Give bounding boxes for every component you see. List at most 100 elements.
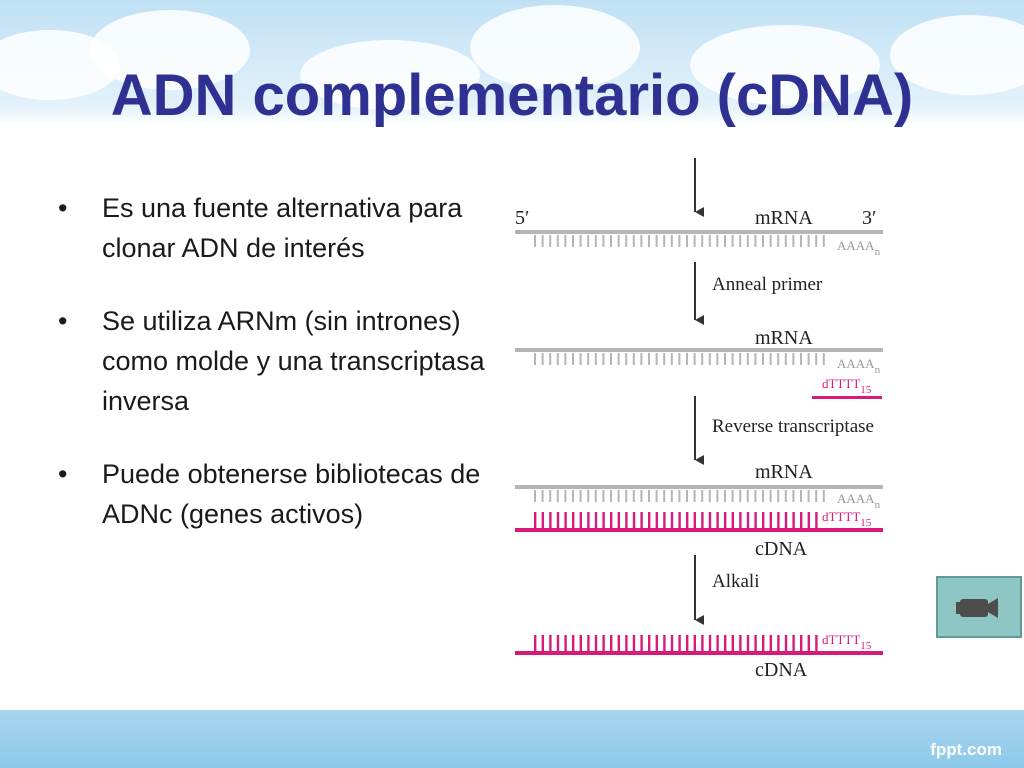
base-tick xyxy=(640,353,643,365)
base-tick xyxy=(784,353,787,365)
base-tick xyxy=(549,235,552,247)
base-tick xyxy=(746,512,750,528)
base-tick xyxy=(587,235,590,247)
base-tick xyxy=(800,635,803,651)
three-prime-end-label: 3′ xyxy=(862,207,876,229)
base-tick xyxy=(610,635,613,651)
base-tick xyxy=(724,512,727,528)
step-label: Reverse transcriptase xyxy=(712,416,874,437)
base-tick xyxy=(762,512,765,528)
base-tick xyxy=(648,512,651,528)
base-tick xyxy=(556,512,560,528)
video-camera-icon xyxy=(956,598,998,618)
base-tick xyxy=(762,353,764,365)
polya-tail-label: AAAAn xyxy=(837,356,881,376)
base-tick xyxy=(655,512,658,528)
base-tick xyxy=(572,512,575,528)
base-tick xyxy=(716,490,719,502)
base-tick xyxy=(807,635,810,651)
mrna-strand xyxy=(515,485,883,489)
base-tick xyxy=(640,512,643,528)
base-tick xyxy=(587,353,590,365)
cloud-shape xyxy=(470,5,640,90)
base-tick xyxy=(762,635,765,651)
base-tick xyxy=(678,512,681,528)
base-tick xyxy=(731,490,734,502)
base-tick xyxy=(686,490,688,502)
oligo-dt-primer-label: dTTTT15 xyxy=(822,632,872,652)
bullet-item: • Se utiliza ARNm (sin intrones) como mo… xyxy=(58,301,498,421)
base-tick xyxy=(807,353,810,365)
base-tick xyxy=(777,512,780,528)
base-tick xyxy=(693,635,696,651)
base-tick xyxy=(541,635,544,651)
base-tick xyxy=(587,635,590,651)
base-tick xyxy=(579,490,582,502)
base-tick xyxy=(724,490,726,502)
base-tick xyxy=(602,235,605,247)
base-tick xyxy=(769,235,772,247)
brand-label: fppt.com xyxy=(930,740,1002,759)
slide-title: ADN complementario (cDNA) xyxy=(110,63,914,128)
base-tick xyxy=(769,512,772,528)
base-tick xyxy=(815,353,818,365)
step-label: Anneal primer xyxy=(712,274,823,295)
base-tick xyxy=(693,235,696,247)
base-tick xyxy=(777,490,780,502)
base-tick xyxy=(625,490,628,502)
step-label: Alkali xyxy=(712,571,760,592)
base-tick xyxy=(792,353,795,365)
base-tick xyxy=(670,353,673,365)
base-tick xyxy=(784,235,787,247)
bullet-dot: • xyxy=(58,306,68,336)
base-tick xyxy=(610,353,612,365)
base-tick xyxy=(594,490,597,502)
base-tick xyxy=(670,490,673,502)
base-tick xyxy=(549,490,552,502)
bullet-dot: • xyxy=(58,459,68,489)
base-tick xyxy=(731,635,734,651)
base-tick xyxy=(754,490,757,502)
base-tick xyxy=(701,635,704,651)
base-tick xyxy=(617,353,620,365)
base-tick xyxy=(648,235,650,247)
base-tick xyxy=(724,635,727,651)
base-tick xyxy=(534,512,537,528)
base-tick xyxy=(815,512,818,528)
cloud-shape xyxy=(890,15,1024,95)
base-tick xyxy=(739,490,742,502)
base-tick xyxy=(792,512,795,528)
sky-background xyxy=(0,0,1024,125)
base-tick xyxy=(800,235,802,247)
base-tick xyxy=(617,512,620,528)
base-tick xyxy=(686,635,689,651)
base-tick xyxy=(648,353,650,365)
base-tick xyxy=(564,490,567,502)
base-tick xyxy=(822,353,825,365)
base-tick xyxy=(602,490,605,502)
base-tick xyxy=(625,353,628,365)
cdna-strand xyxy=(515,651,883,655)
base-tick xyxy=(686,512,689,528)
base-tick xyxy=(686,353,688,365)
base-tick xyxy=(769,353,772,365)
base-tick xyxy=(534,490,536,502)
base-tick xyxy=(534,353,536,365)
base-tick xyxy=(724,353,726,365)
footer-bar: fppt.com xyxy=(0,710,1024,768)
base-tick xyxy=(769,635,772,651)
base-tick xyxy=(648,490,650,502)
base-tick xyxy=(534,235,536,247)
base-tick xyxy=(784,512,788,528)
base-tick xyxy=(549,353,552,365)
cdna-label: cDNA xyxy=(755,659,808,681)
cloud-shape xyxy=(690,25,880,105)
base-tick xyxy=(556,235,559,247)
base-tick xyxy=(701,512,704,528)
bullet-text: Puede obtenerse bibliotecas de ADNc (gen… xyxy=(102,459,481,529)
base-tick xyxy=(556,353,559,365)
cdna-strand xyxy=(515,528,883,532)
video-button[interactable] xyxy=(936,576,1022,638)
mrna-bases xyxy=(534,490,825,502)
base-tick xyxy=(708,635,712,651)
